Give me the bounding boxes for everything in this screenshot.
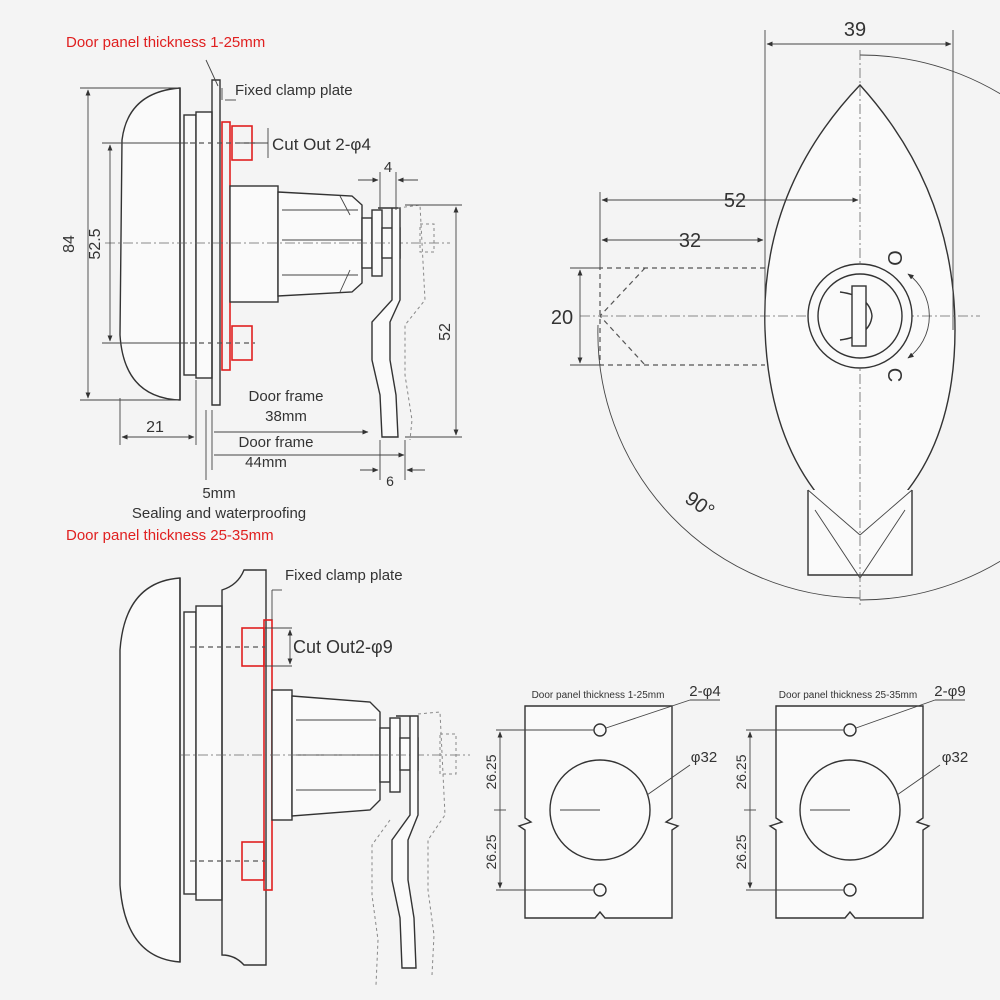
cam-arm bbox=[371, 207, 401, 438]
side-view-thick-panel: Door panel thickness 25-35mm Fixed clamp… bbox=[66, 527, 470, 986]
door-panel-thick bbox=[221, 569, 267, 966]
close-mark: C bbox=[883, 368, 905, 382]
dim-32: 32 bbox=[679, 230, 701, 252]
knob-body bbox=[119, 87, 181, 401]
door-panel bbox=[211, 79, 221, 406]
front-view: 39 52 32 20 90° O C bbox=[551, 19, 1000, 605]
keyhole bbox=[851, 285, 867, 347]
dim-39: 39 bbox=[844, 19, 866, 41]
cylinder-nut bbox=[277, 191, 363, 297]
dim-5mm: 5mm bbox=[202, 485, 235, 502]
mount-hole-top bbox=[593, 723, 607, 737]
dim-52-5: 52.5 bbox=[87, 228, 104, 259]
dim-52-side: 52 bbox=[437, 323, 454, 341]
holes-label-thick: 2-φ9 bbox=[934, 683, 965, 700]
flange-plate-inner-2 bbox=[195, 605, 223, 901]
angle-90: 90° bbox=[681, 487, 718, 522]
cylinder-nut-2 bbox=[291, 695, 381, 817]
door-panel-thickness-label: Door panel thickness 1-25mm bbox=[66, 34, 265, 51]
flange-plate-2 bbox=[183, 611, 197, 895]
open-mark: O bbox=[883, 250, 905, 266]
mount-hole-top-2 bbox=[843, 723, 857, 737]
dim-bottom-thick: 26.25 bbox=[733, 834, 749, 869]
dim-4: 4 bbox=[384, 159, 392, 176]
diameter-label-thick: φ32 bbox=[942, 749, 968, 766]
dim-top-thick: 26.25 bbox=[733, 754, 749, 789]
cam-outline-dashed bbox=[599, 267, 765, 366]
cut-out-label: Cut Out 2-φ4 bbox=[272, 135, 371, 154]
cutout-title-thin: Door panel thickness 1-25mm bbox=[532, 690, 665, 701]
dim-21: 21 bbox=[146, 419, 164, 436]
holes-label-thin: 2-φ4 bbox=[689, 683, 720, 700]
dim-20: 20 bbox=[551, 307, 573, 329]
swing-arc-right bbox=[859, 54, 1000, 601]
sealing-label: Sealing and waterproofing bbox=[132, 505, 306, 522]
cam-arm-2 bbox=[391, 715, 419, 969]
swing-arc-90 bbox=[597, 324, 861, 599]
fixed-clamp-label: Fixed clamp plate bbox=[235, 82, 353, 99]
dim-bottom-thin: 26.25 bbox=[483, 834, 499, 869]
door-frame-38-label: Door frame bbox=[248, 388, 323, 405]
cutout-template-thin: Door panel thickness 1-25mm 2-φ4 φ32 26.… bbox=[483, 683, 721, 919]
mount-hole-bottom-2 bbox=[843, 883, 857, 897]
dim-top-thin: 26.25 bbox=[483, 754, 499, 789]
cutout-title-thick: Door panel thickness 25-35mm bbox=[779, 690, 917, 701]
door-panel-thickness-label-2: Door panel thickness 25-35mm bbox=[66, 527, 274, 544]
mount-hole-bottom bbox=[593, 883, 607, 897]
diameter-label-thin: φ32 bbox=[691, 749, 717, 766]
door-frame-38-mm: 38mm bbox=[265, 408, 307, 425]
cylinder-housing bbox=[229, 185, 279, 303]
door-frame-44-label: Door frame bbox=[238, 434, 313, 451]
flange-plate-inner bbox=[195, 111, 213, 379]
knob-body-2 bbox=[119, 577, 181, 963]
dim-52-front: 52 bbox=[724, 190, 746, 212]
cut-out-label-2: Cut Out2-φ9 bbox=[293, 637, 393, 657]
door-frame-44-mm: 44mm bbox=[245, 454, 287, 471]
clamp-plate-outline bbox=[221, 121, 231, 371]
dim-6: 6 bbox=[386, 473, 394, 489]
cutout-template-thick: Door panel thickness 25-35mm 2-φ9 φ32 26… bbox=[733, 683, 968, 919]
cutout-hole-lower bbox=[231, 325, 253, 361]
fixed-clamp-label-2: Fixed clamp plate bbox=[285, 567, 403, 584]
dim-84: 84 bbox=[61, 235, 78, 253]
side-view-thin-panel: Door panel thickness 1-25mm Fixed clamp … bbox=[61, 34, 462, 522]
flange-plate bbox=[183, 114, 197, 376]
